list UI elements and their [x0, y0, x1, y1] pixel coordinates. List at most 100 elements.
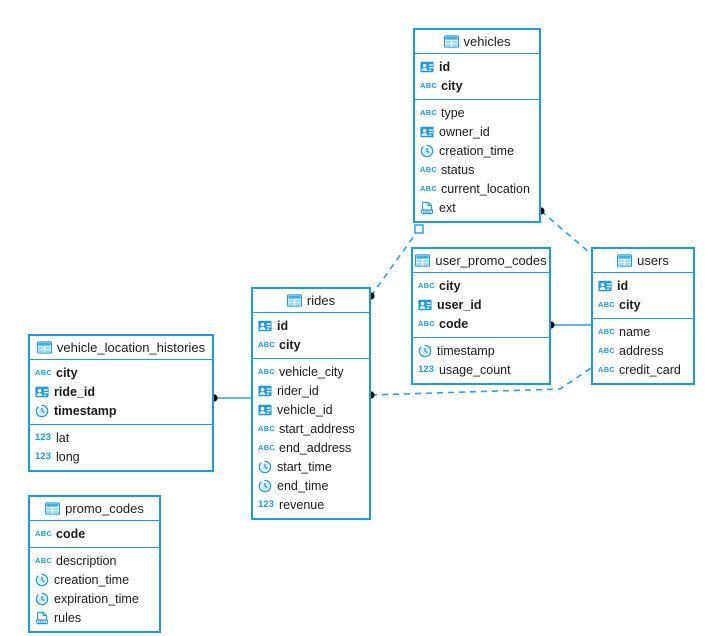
column-name: rider_id [277, 383, 319, 398]
column-name: id [277, 318, 289, 333]
relationship-target-square [414, 224, 424, 234]
column-name: id [439, 59, 451, 74]
table-icon [45, 502, 61, 515]
abc-icon: ABC [598, 364, 616, 374]
pk-column-row[interactable]: timestamp [30, 401, 212, 420]
column-name: ext [439, 200, 456, 215]
table-title: user_promo_codes [435, 253, 547, 268]
column-name: city [619, 297, 641, 312]
table-header[interactable]: vehicle_location_histories [30, 336, 212, 360]
column-row[interactable]: vehicle_id [253, 400, 369, 419]
column-row[interactable]: JSON ext [415, 198, 539, 217]
abc-icon: ABC [598, 299, 616, 309]
clock-icon [35, 573, 49, 587]
abc-icon: ABC [418, 280, 436, 290]
table-header[interactable]: users [593, 249, 693, 273]
column-row[interactable]: end_time [253, 476, 369, 495]
table-icon [286, 294, 302, 307]
column-name: name [619, 324, 651, 339]
column-row[interactable]: creation_time [30, 570, 159, 589]
table-title: vehicles [463, 34, 511, 49]
relationship-upc-to-users[interactable] [547, 321, 591, 329]
column-name: type [441, 105, 465, 120]
abc-icon: ABC [420, 164, 438, 174]
table-header[interactable]: rides [253, 289, 369, 313]
column-name: long [56, 449, 80, 464]
column-row[interactable]: rider_id [253, 381, 369, 400]
column-row[interactable]: start_time [253, 457, 369, 476]
number-icon: 123 [258, 498, 274, 510]
abc-icon: ABC [420, 183, 438, 193]
pk-column-row[interactable]: user_id [413, 295, 549, 314]
column-name: usage_count [439, 362, 511, 377]
table-title: promo_codes [65, 501, 144, 516]
json-icon: JSON [420, 201, 434, 215]
pk-column-row[interactable]: id [253, 316, 369, 335]
column-row[interactable]: creation_time [415, 141, 539, 160]
clock-icon [258, 460, 272, 474]
column-name: city [439, 278, 461, 293]
table-icon [36, 341, 52, 354]
column-name: id [617, 278, 629, 293]
abc-icon: ABC [258, 339, 276, 349]
id-card-icon [35, 385, 49, 399]
pk-column-row[interactable]: id [415, 57, 539, 76]
column-name: timestamp [54, 403, 117, 418]
column-row[interactable]: timestamp [413, 341, 549, 360]
abc-icon: ABC [420, 107, 438, 117]
pk-column-row[interactable]: ride_id [30, 382, 212, 401]
column-row[interactable]: owner_id [415, 122, 539, 141]
table-header[interactable]: vehicles [415, 30, 539, 54]
column-row[interactable]: expiration_time [30, 589, 159, 608]
column-name: lat [56, 430, 70, 445]
column-name: city [441, 78, 463, 93]
relationship-vlh-to-rides[interactable] [210, 394, 251, 402]
column-name: vehicle_id [277, 402, 333, 417]
json-icon: JSON [35, 611, 49, 625]
abc-icon: ABC [35, 555, 53, 565]
clock-icon [420, 144, 434, 158]
column-name: city [279, 337, 301, 352]
pk-column-row[interactable]: id [593, 276, 693, 295]
table-header[interactable]: user_promo_codes [413, 249, 549, 273]
column-name: end_address [279, 440, 352, 455]
column-name: status [441, 162, 475, 177]
column-name: creation_time [439, 143, 515, 158]
column-name: ride_id [54, 384, 95, 399]
table-header[interactable]: promo_codes [30, 497, 159, 521]
column-name: user_id [437, 297, 482, 312]
